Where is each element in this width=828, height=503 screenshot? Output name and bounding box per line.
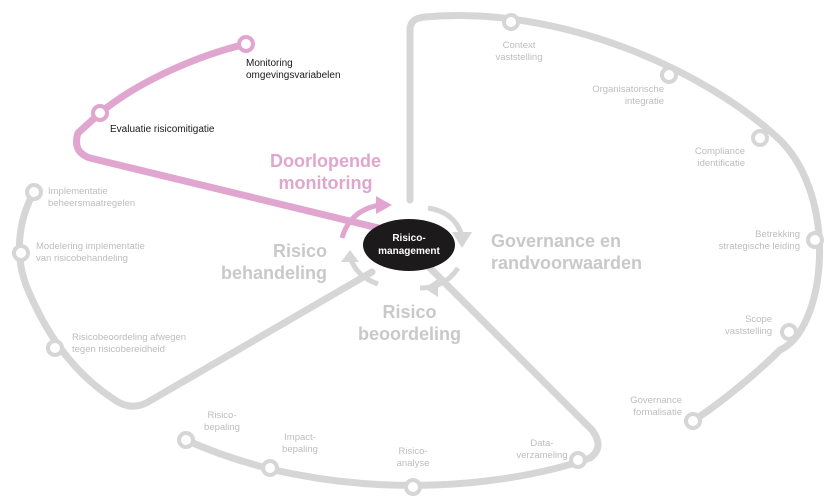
label-implementatie-l1: Implementatie (48, 186, 108, 197)
label-modelering-l2: van risicobehandeling (36, 253, 128, 264)
label-afwegen-l2: tegen risicobereidheid (72, 344, 165, 355)
phase-behandeling-line1: Risico (272, 241, 328, 261)
label-dataverzameling-l1: Data- (530, 438, 554, 449)
label-scope-l2: vaststelling (725, 326, 772, 337)
node-betrekking (806, 231, 824, 249)
label-risicobepaling-l1: Risico- (207, 410, 237, 421)
hub-line1: Risico- (392, 233, 426, 244)
label-organisatorisch-l2: integratie (624, 96, 664, 107)
phase-beoordeling-line1: Risico (382, 302, 437, 322)
phase-governance-line1: Governance en (491, 231, 622, 251)
label-implementatie-l2: beheersmaatregelen (48, 198, 136, 209)
node-scope (780, 323, 798, 341)
label-evaluatie-l1: Evaluatie risicomitigatie (110, 124, 215, 135)
node-formalisatie (684, 412, 702, 430)
phase-governance: Governance en randvoorwaarden (491, 230, 642, 274)
node-implementatie (25, 183, 43, 201)
label-betrekking: Betrekking strategische leiding (719, 229, 800, 253)
label-monitoring-omgeving: Monitoring omgevingsvariabelen (246, 58, 341, 82)
label-impactbepaling-l1: Impact- (284, 432, 316, 443)
behandeling-track (16, 188, 376, 410)
label-evaluatie: Evaluatie risicomitigatie (110, 124, 215, 136)
phase-monitoring-line2: monitoring (278, 173, 373, 193)
swirl-arrow-grey-bottom (419, 266, 461, 291)
label-modelering-l1: Modelering implementatie (36, 241, 145, 252)
node-modelering (12, 244, 30, 262)
node-impactbepaling (261, 459, 279, 477)
node-monitoring-omgeving (237, 35, 255, 53)
label-scope-l1: Scope (745, 314, 772, 325)
label-impactbepaling: Impact- bepaling (282, 432, 318, 456)
label-scope: Scope vaststelling (725, 314, 772, 338)
phase-monitoring: Doorlopende monitoring (270, 150, 381, 194)
label-context: Context vaststelling (496, 40, 543, 64)
label-compliance-l1: Compliance (694, 146, 745, 157)
label-risicoanalyse-l1: Risico- (398, 446, 428, 457)
label-afwegen-l1: Risicobeoordeling afwegen (72, 332, 187, 343)
swirl-arrowhead-grey-right (452, 232, 472, 248)
label-context-l2: vaststelling (495, 52, 543, 63)
label-implementatie: Implementatie beheersmaatregelen (48, 186, 135, 210)
phase-behandeling-line2: behandeling (221, 263, 328, 283)
node-dataverzameling (569, 451, 587, 469)
swirl-arrowhead-grey-bottom (424, 279, 438, 297)
swirl-arrowhead-pink (376, 196, 392, 214)
label-risicobepaling: Risico- bepaling (204, 410, 240, 434)
phase-behandeling: Risico behandeling (221, 240, 327, 284)
phase-beoordeling-line2: beoordeling (358, 324, 461, 344)
swirl-arrow-pink (339, 202, 381, 239)
label-risicoanalyse: Risico- analyse (397, 446, 430, 470)
label-betrekking-l2: strategische leiding (718, 241, 800, 252)
label-formalisatie: Governance formalisatie (630, 395, 682, 419)
label-risicobepaling-l2: bepaling (204, 422, 240, 433)
node-risicobepaling (177, 431, 195, 449)
node-context (502, 13, 520, 31)
label-formalisatie-l2: formalisatie (633, 407, 682, 418)
node-compliance (751, 129, 769, 147)
label-organisatorisch: Organisatorische integratie (592, 84, 664, 108)
label-compliance-l2: identificatie (697, 158, 745, 169)
governance-track (406, 12, 824, 425)
label-compliance: Compliance identificatie (695, 146, 745, 170)
node-organisatorisch (660, 66, 678, 84)
node-evaluatie (91, 104, 109, 122)
phase-monitoring-line1: Doorlopende (270, 151, 381, 171)
hub-line2: management (378, 246, 440, 257)
label-organisatorisch-l1: Organisatorische (592, 84, 664, 95)
node-risicoanalyse (404, 478, 422, 496)
label-dataverzameling-l2: verzameling (516, 450, 568, 461)
label-afwegen: Risicobeoordeling afwegen tegen risicobe… (72, 332, 186, 356)
label-betrekking-l1: Betrekking (755, 229, 800, 240)
label-context-l1: Context (502, 40, 536, 51)
hub-risicomanagement: Risico- management (363, 219, 455, 271)
beoordeling-track (182, 262, 602, 489)
label-risicoanalyse-l2: analyse (396, 458, 430, 469)
label-dataverzameling: Data- verzameling (516, 438, 567, 462)
label-monitoring-omgeving-l1: Monitoring (246, 58, 293, 69)
label-modelering: Modelering implementatie van risicobehan… (36, 241, 145, 265)
node-afwegen (46, 339, 64, 357)
label-impactbepaling-l2: bepaling (282, 444, 318, 455)
label-formalisatie-l1: Governance (630, 395, 682, 406)
phase-governance-line2: randvoorwaarden (491, 253, 643, 273)
swirl-arrowhead-grey-left (341, 250, 359, 262)
label-monitoring-omgeving-l2: omgevingsvariabelen (246, 70, 341, 81)
phase-beoordeling: Risico beoordeling (358, 301, 461, 345)
